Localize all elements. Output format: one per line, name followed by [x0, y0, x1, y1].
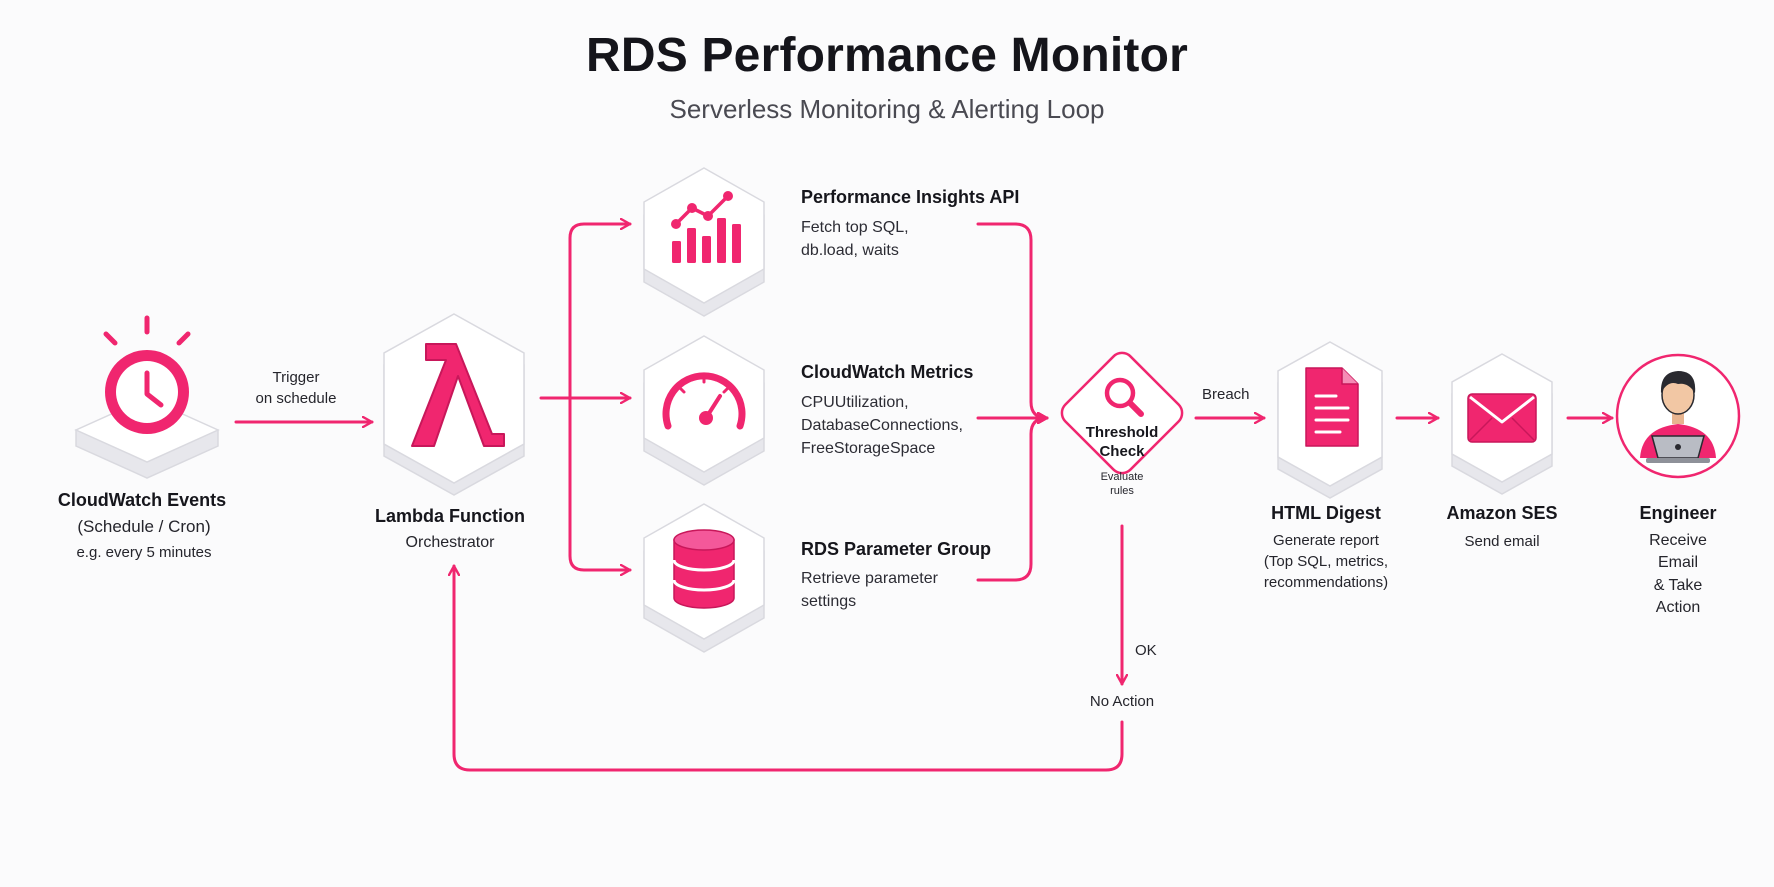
engineer-desc: Receive Email & Take Action — [1649, 532, 1707, 617]
html-digest-node — [1277, 341, 1383, 499]
edge-performance-insights-to-threshold — [976, 222, 1049, 418]
lambda-icon — [411, 343, 505, 447]
parameter-group-desc: Retrieve parameter settings — [801, 570, 938, 611]
threshold-node — [1060, 351, 1184, 475]
cloudwatch-metrics-desc: CPUUtilization, DatabaseConnections, Fre… — [801, 394, 963, 458]
html-digest-name: HTML Digest — [1271, 503, 1381, 523]
engineer-node — [1615, 353, 1741, 479]
cloudwatch-metrics-name: CloudWatch Metrics — [801, 362, 974, 382]
page-title: RDS Performance Monitor — [585, 29, 1189, 82]
cloudwatch-metrics-node — [643, 335, 765, 486]
edge-label-trigger: Trigger on schedule — [255, 369, 337, 407]
lambda-desc: Orchestrator — [405, 534, 495, 551]
edge-parameter-group-to-threshold — [976, 418, 1049, 582]
performance-insights-desc: Fetch top SQL, db.load, waits — [801, 219, 909, 260]
edge-no-action-loop-to-lambda — [454, 564, 1124, 772]
edge-label-breach: Breach — [1202, 386, 1250, 403]
ses-name: Amazon SES — [1446, 503, 1558, 523]
envelope-icon — [1467, 393, 1537, 443]
cloudwatch-events-frequency: e.g. every 5 minutes — [76, 544, 212, 561]
engineer-name: Engineer — [1639, 503, 1717, 523]
lambda-name: Lambda Function — [375, 506, 525, 526]
threshold-desc: Evaluate rules — [1100, 471, 1144, 498]
magnifier-icon — [1104, 377, 1144, 417]
database-icon — [672, 529, 736, 609]
clock-icon — [103, 315, 191, 434]
edge-lambda-to-performance-insights — [568, 224, 632, 400]
parameter-group-name: RDS Parameter Group — [801, 539, 992, 559]
cloudwatch-events-schedule: (Schedule / Cron) — [77, 517, 211, 536]
cloudwatch-events-name: CloudWatch Events — [57, 490, 227, 510]
ses-desc: Send email — [1464, 533, 1540, 550]
document-icon — [1305, 367, 1359, 447]
ses-node — [1451, 353, 1553, 495]
edge-lambda-to-parameter-group — [568, 396, 632, 570]
person-laptop-icon — [1640, 371, 1716, 463]
gauge-icon — [662, 372, 746, 430]
cloudwatch-events-node — [74, 315, 220, 479]
no-action-label: No Action — [1089, 693, 1155, 710]
bar-chart-icon — [671, 191, 741, 263]
edge-label-ok: OK — [1135, 642, 1157, 659]
threshold-name: Threshold Check — [1085, 424, 1159, 460]
lambda-node — [383, 313, 525, 496]
performance-insights-name: Performance Insights API — [801, 187, 1020, 207]
page-subtitle: Serverless Monitoring & Alerting Loop — [669, 94, 1105, 124]
html-digest-desc: Generate report (Top SQL, metrics, recom… — [1263, 532, 1389, 591]
parameter-group-node — [643, 503, 765, 653]
performance-insights-node — [643, 167, 765, 317]
